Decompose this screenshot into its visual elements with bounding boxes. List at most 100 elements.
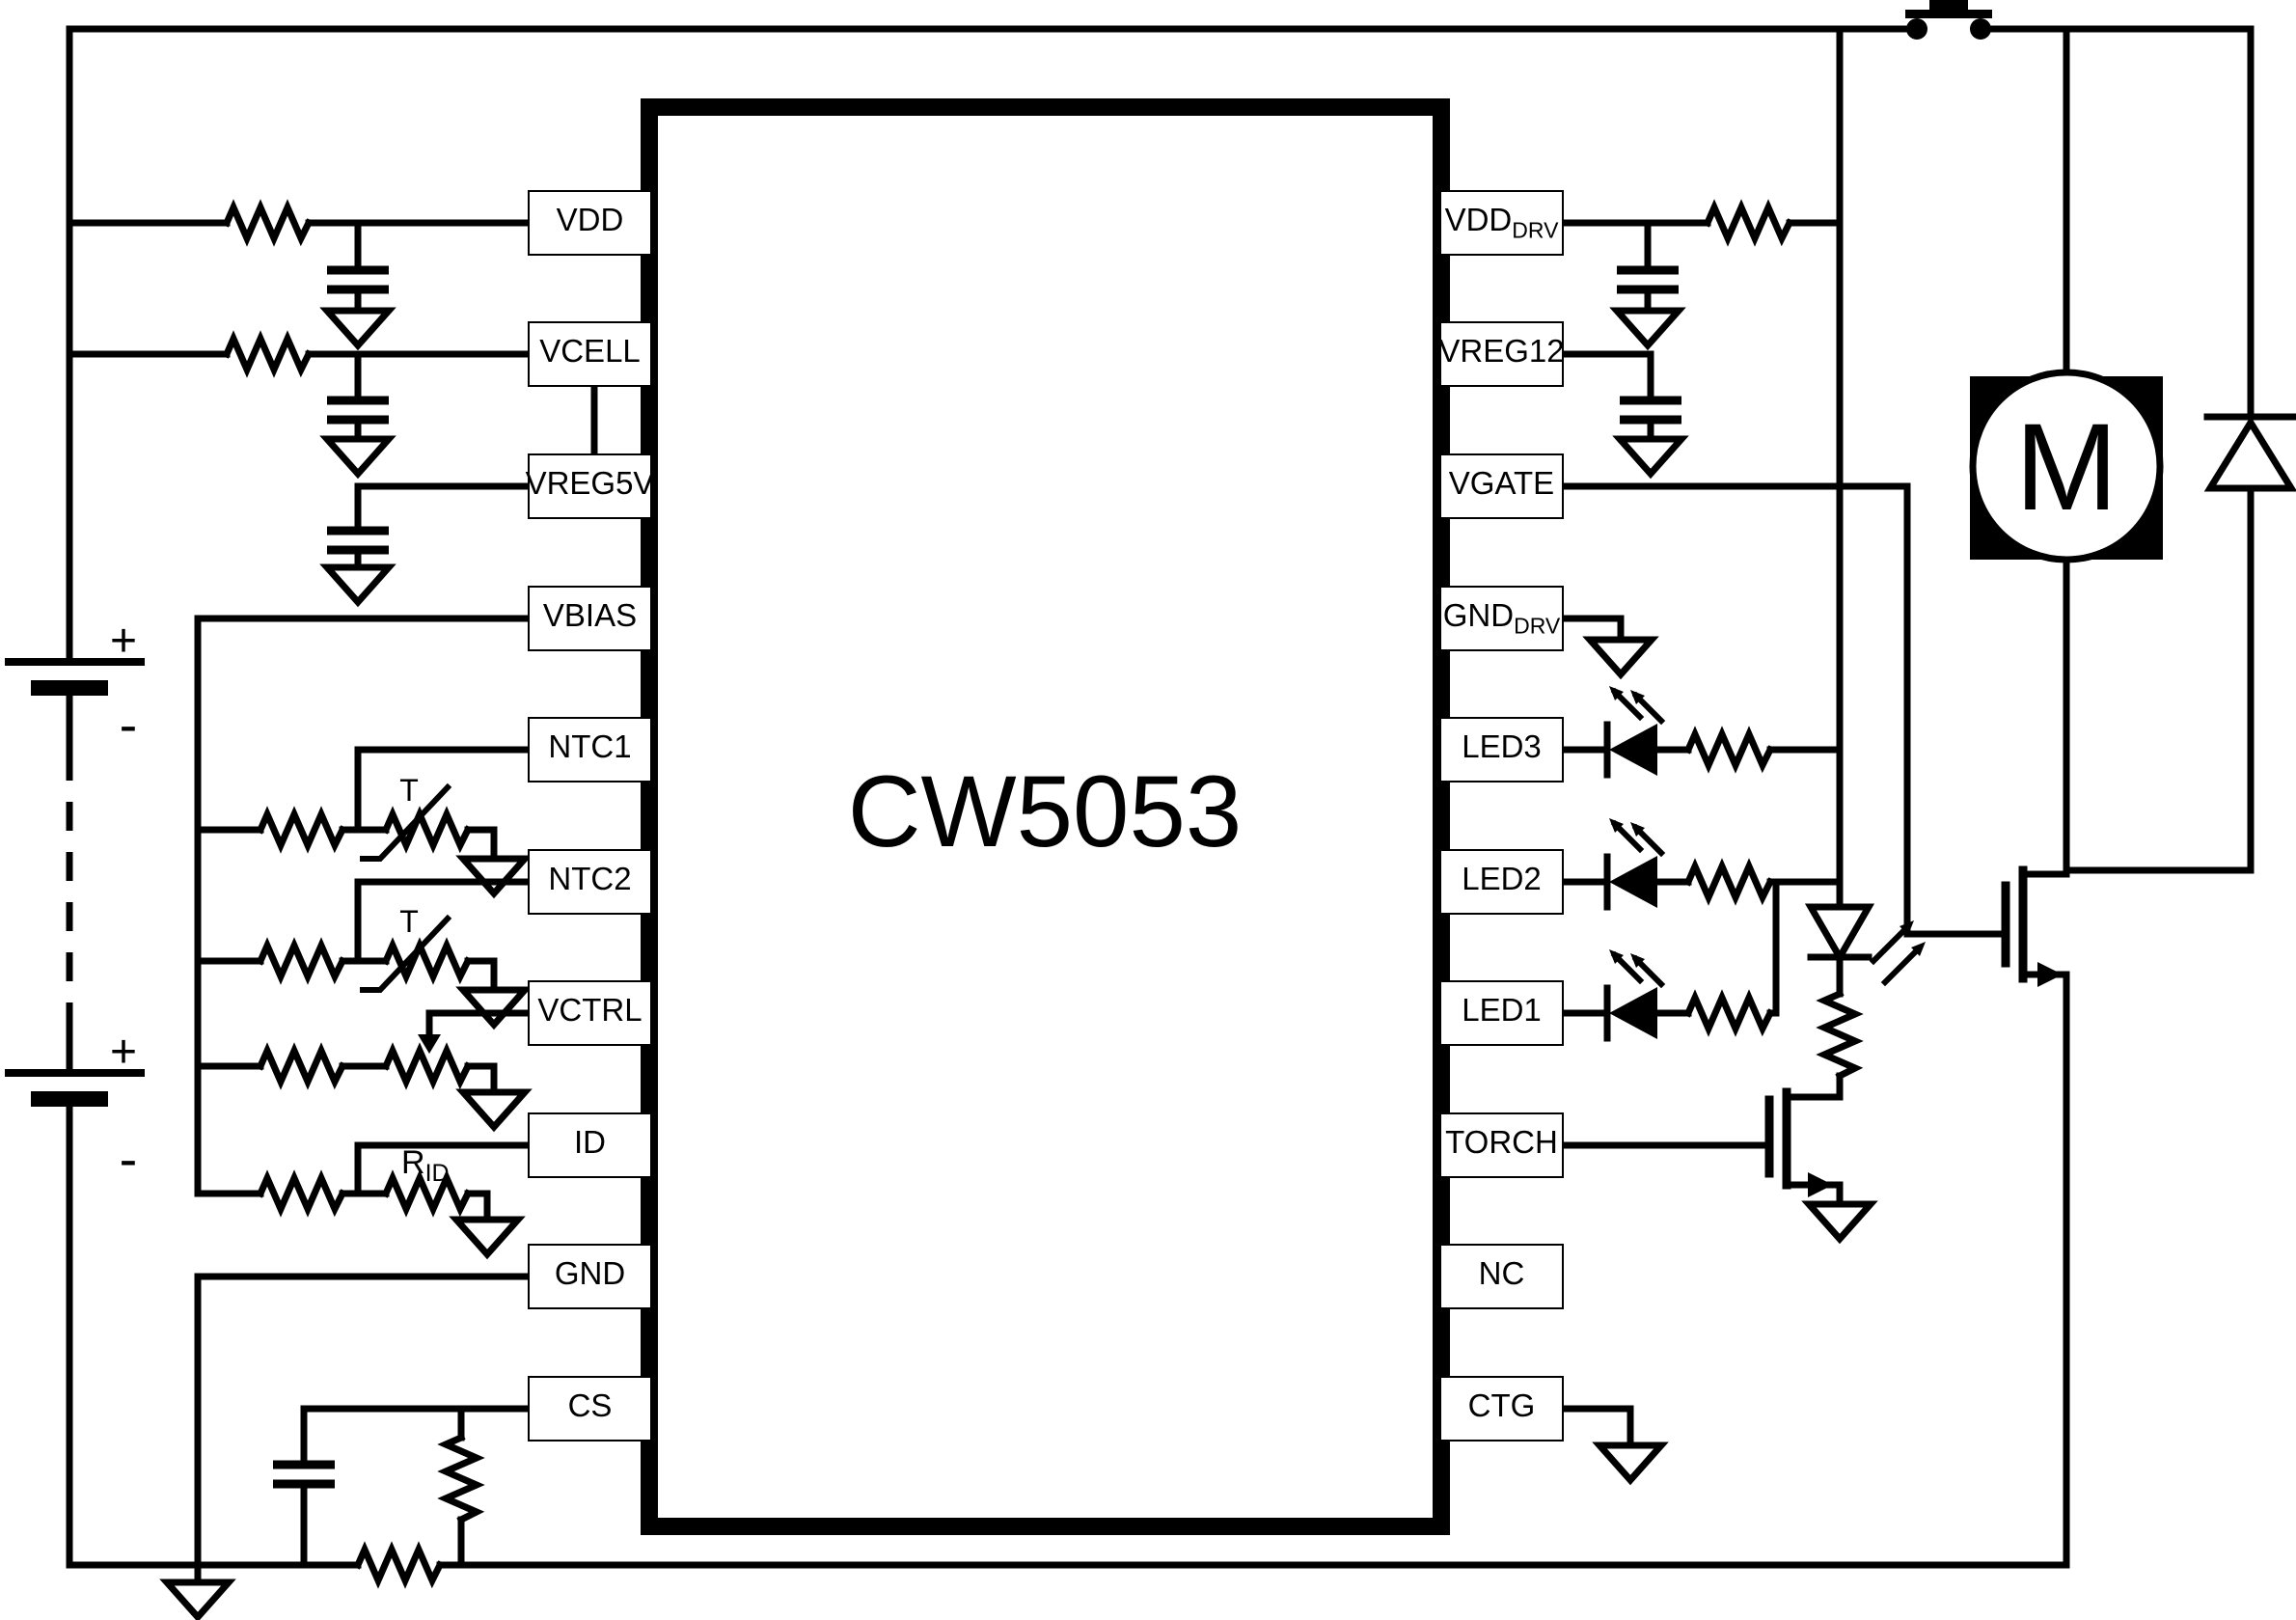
resistor bbox=[1703, 199, 1794, 247]
mosfet-source-wire bbox=[2019, 971, 2070, 1569]
led-icon bbox=[1609, 987, 1657, 1039]
gnd-pin-network bbox=[159, 1273, 534, 1620]
pin-label: NC bbox=[1478, 1255, 1525, 1292]
wire bbox=[1557, 482, 2006, 938]
led-emission-arrow bbox=[1869, 923, 1911, 966]
pin-label: LED3 bbox=[1462, 728, 1542, 765]
pin-label: GND bbox=[554, 1255, 626, 1292]
resistor bbox=[1683, 989, 1775, 1037]
diode-icon bbox=[2203, 416, 2296, 492]
rid-label-sub: ID bbox=[425, 1160, 450, 1187]
led-emission-arrowhead bbox=[1630, 690, 1645, 704]
pin-label: VGATE bbox=[1448, 465, 1555, 502]
pin-vreg5v: VREG5V bbox=[525, 453, 655, 519]
led-emission-arrow bbox=[1880, 945, 1923, 987]
ground-symbol bbox=[1801, 1200, 1878, 1245]
pin-label: VCTRL bbox=[537, 992, 642, 1029]
led2-branch bbox=[1557, 818, 1844, 911]
led3-branch bbox=[1557, 686, 1844, 779]
thermistor-t-label: T bbox=[399, 773, 419, 808]
freewheel-diode bbox=[2063, 413, 2296, 874]
pin-ctg: CTG bbox=[1439, 1376, 1564, 1442]
resistor bbox=[222, 330, 314, 378]
wire bbox=[464, 826, 498, 863]
thermistor-slash bbox=[360, 914, 452, 993]
ground-symbol bbox=[1592, 1442, 1669, 1486]
gnddrv-network bbox=[1557, 615, 1659, 680]
pin-label: CTG bbox=[1467, 1387, 1536, 1424]
resistor bbox=[256, 1169, 347, 1218]
wire bbox=[464, 1062, 498, 1096]
led-emission-arrowhead bbox=[1609, 818, 1624, 833]
potentiometer-body bbox=[381, 1042, 473, 1090]
thermistor bbox=[381, 806, 473, 854]
pin-vdd: VDD bbox=[528, 190, 652, 256]
pin-label: VREG5V bbox=[525, 465, 655, 502]
pin-led2: LED2 bbox=[1439, 849, 1564, 915]
ground-symbol bbox=[455, 986, 533, 1030]
pin-label: VDD bbox=[556, 202, 624, 238]
resistor bbox=[256, 937, 347, 985]
wire bbox=[2063, 484, 2255, 874]
ground-symbol bbox=[159, 1579, 236, 1620]
flash-led-icon bbox=[1804, 903, 1875, 965]
push-button bbox=[1905, 0, 1992, 40]
wire bbox=[425, 1009, 534, 1038]
pin-ntc1: NTC1 bbox=[528, 717, 652, 783]
led-emission-arrowhead bbox=[1630, 953, 1645, 968]
wire bbox=[1557, 1405, 1634, 1449]
power-rails bbox=[66, 25, 2255, 1589]
pin-label: LED2 bbox=[1462, 861, 1542, 897]
wire bbox=[1783, 1072, 1844, 1101]
pin-label: VDD bbox=[1444, 202, 1513, 238]
pin-cs: CS bbox=[528, 1376, 652, 1442]
pin-label: CS bbox=[567, 1387, 613, 1424]
wiper-arrow bbox=[418, 1034, 441, 1054]
wire bbox=[354, 746, 534, 834]
battery-minus-label: - bbox=[120, 694, 138, 755]
pin-label: ID bbox=[574, 1124, 606, 1161]
resistor bbox=[256, 806, 347, 854]
battery-plus-label: + bbox=[110, 616, 137, 667]
motor-label: M bbox=[2015, 398, 2118, 536]
chip: CW5053 bbox=[641, 98, 1450, 1535]
wire bbox=[1783, 1181, 1844, 1208]
sense-resistor bbox=[353, 1541, 445, 1589]
flash-led-torch-chain bbox=[1557, 903, 1926, 1245]
wire bbox=[194, 1273, 534, 1586]
vctrl-potentiometer-network bbox=[194, 1009, 534, 1133]
vdddrv-filter-network bbox=[1557, 199, 1844, 351]
wire bbox=[66, 1095, 362, 1569]
resistor bbox=[256, 1042, 347, 1090]
resistor bbox=[1816, 989, 1864, 1081]
battery-minus-label: - bbox=[120, 1128, 138, 1189]
wire bbox=[66, 25, 1921, 666]
battery-cell-2: + - bbox=[5, 1027, 145, 1189]
wire bbox=[194, 615, 534, 1197]
pin-label: VCELL bbox=[539, 333, 641, 370]
wire bbox=[354, 1141, 534, 1197]
pin-label-sub: DRV bbox=[1514, 613, 1561, 639]
mosfet-source-arrow bbox=[1808, 1172, 1833, 1197]
chip-name: CW5053 bbox=[848, 755, 1243, 868]
ground-symbol bbox=[1582, 636, 1659, 680]
vreg5v-filter-network bbox=[319, 482, 534, 608]
pin-label: VREG12 bbox=[1438, 333, 1565, 370]
button-contact-dot bbox=[1970, 18, 1991, 40]
wire bbox=[1557, 615, 1625, 644]
led-emission-arrowhead bbox=[1630, 822, 1645, 837]
id-resistor-network: RID bbox=[194, 1141, 534, 1260]
ground-symbol bbox=[319, 307, 396, 351]
vcell-filter-network bbox=[66, 330, 598, 480]
pin-vreg12: VREG12 bbox=[1438, 321, 1565, 387]
battery-cell-1: + - bbox=[5, 616, 145, 755]
mosfet-drain-wire bbox=[2019, 556, 2070, 878]
pin-label: LED1 bbox=[1462, 992, 1542, 1029]
led-emission-arrowhead bbox=[1609, 949, 1624, 964]
wire bbox=[464, 1190, 491, 1223]
resistor bbox=[437, 1433, 485, 1524]
rid-resistor bbox=[381, 1169, 473, 1218]
pin-nc: NC bbox=[1439, 1244, 1564, 1309]
main-mosfet bbox=[2001, 556, 2070, 1569]
